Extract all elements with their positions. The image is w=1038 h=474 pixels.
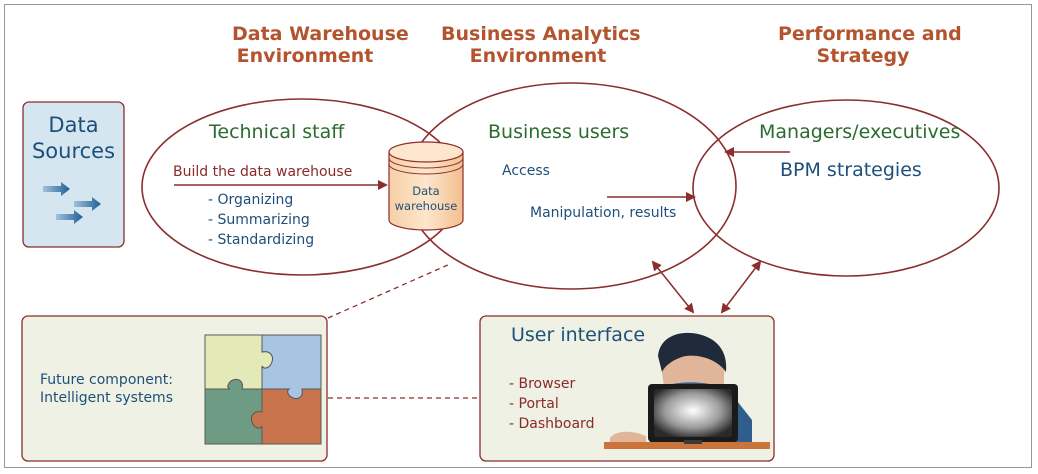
header-ps-line2: Strategy [816, 44, 910, 67]
header-dw-line2: Environment [236, 44, 374, 67]
ui-item-browser: - Browser [509, 376, 576, 392]
business-users-label: Business users [488, 121, 630, 143]
ui-item-portal: - Portal [509, 396, 559, 412]
access-label: Access [502, 163, 550, 179]
header-dw-line1: Data Warehouse [232, 23, 409, 45]
data-sources-line2: Sources [31, 139, 116, 164]
header-ba-line1: Business Analytics [441, 23, 641, 45]
warehouse-line1: Data [412, 184, 440, 198]
technical-staff-label: Technical staff [209, 121, 345, 143]
ba-ui-double-arrow [651, 260, 695, 314]
diagram-frame [4, 4, 1032, 468]
header-performance-strategy: Performance and Strategy [778, 23, 962, 68]
user-at-computer-icon [604, 332, 770, 449]
data-sources-line1: Data [48, 113, 99, 137]
future-line2: Intelligent systems [40, 390, 173, 407]
user-interface-title: User interface [511, 324, 646, 346]
data-warehouse-cylinder [388, 141, 464, 231]
dw-step-standardizing: - Standardizing [208, 232, 315, 248]
manipulation-results-label: Manipulation, results [530, 205, 677, 221]
bpm-strategies-label: BPM strategies [780, 159, 922, 181]
header-ps-line1: Performance and [778, 23, 962, 45]
header-data-warehouse: Data Warehouse Environment [232, 23, 409, 68]
header-ba-line2: Environment [469, 44, 607, 67]
ps-ellipse [692, 99, 1000, 277]
ps-ui-double-arrow [720, 260, 762, 314]
data-sources-box [22, 101, 125, 248]
future-dashed-link-top [327, 263, 451, 319]
future-component-label: Future component: Intelligent systems [40, 371, 173, 407]
header-business-analytics: Business Analytics Environment [441, 23, 641, 68]
dw-step-summarizing: - Summarizing [208, 212, 310, 228]
warehouse-line2: warehouse [394, 198, 458, 213]
dw-step-organizing: - Organizing [208, 192, 294, 208]
data-sources-label: Data Sources [23, 112, 124, 165]
flow-arrows-icon [43, 182, 101, 224]
future-line1: Future component: [40, 372, 173, 388]
ui-item-dashboard: - Dashboard [509, 416, 595, 432]
data-warehouse-label: Data warehouse [389, 184, 463, 214]
managers-executives-label: Managers/executives [759, 121, 961, 143]
build-warehouse-label: Build the data warehouse [173, 164, 353, 180]
puzzle-icon [204, 334, 322, 445]
